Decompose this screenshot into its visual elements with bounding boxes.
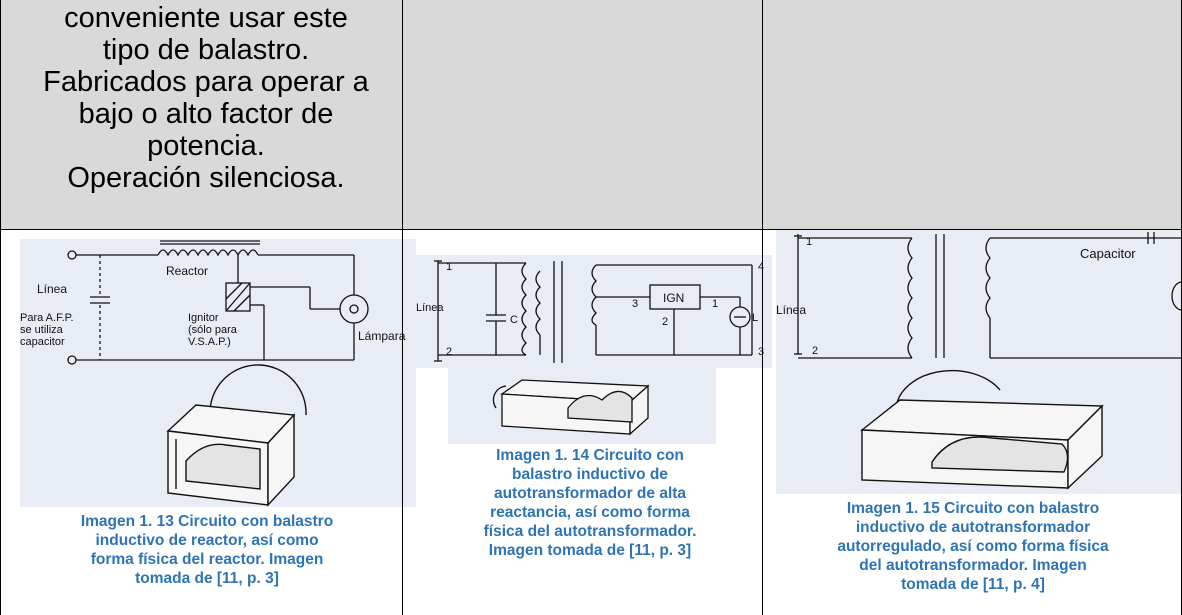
reactor-label: Reactor bbox=[166, 264, 208, 278]
ignitor-label: V.S.A.P.) bbox=[188, 336, 231, 348]
caption-line: inductivo de autotransformador bbox=[855, 519, 1091, 536]
text-line: potencia. bbox=[147, 130, 265, 162]
figure-2-device bbox=[448, 368, 716, 444]
caption-line: balastro inductivo de bbox=[512, 466, 668, 483]
ign-label: IGN bbox=[663, 291, 684, 305]
capacitor-label: Capacitor bbox=[1080, 246, 1136, 261]
figure-2-caption: Imagen 1. 14 Circuito con balastro induc… bbox=[410, 446, 770, 560]
autoregulated-circuit-diagram: 1 2 Línea Capacitor bbox=[776, 232, 1182, 490]
terminal-2: 2 bbox=[812, 345, 818, 357]
autotransformer-device-drawing bbox=[860, 369, 1104, 490]
figure-3-caption: Imagen 1. 15 Circuito con balastro induc… bbox=[768, 499, 1178, 594]
caption-line: forma física del reactor. Imagen bbox=[90, 551, 324, 568]
caption-line: autorregulado, así como forma física bbox=[837, 538, 1109, 555]
node-label: 2 bbox=[662, 316, 668, 328]
figure-1-caption: Imagen 1. 13 Circuito con balastro induc… bbox=[18, 512, 396, 588]
figure-3-image: 1 2 Línea Capacitor bbox=[776, 230, 1182, 494]
caption-line: Imagen 1. 14 Circuito con bbox=[496, 447, 684, 464]
autotransformer-circuit-diagram: 1 2 3 4 Línea C IGN 3 1 2 L bbox=[416, 260, 764, 363]
table-border bbox=[762, 0, 763, 615]
caption-line: Imagen tomada de [11, p. 3] bbox=[488, 542, 692, 559]
lamp-label: L bbox=[752, 312, 758, 324]
reactor-device-drawing bbox=[166, 364, 307, 507]
terminal-4: 4 bbox=[758, 261, 764, 273]
ignitor-label: Ignitor bbox=[188, 312, 219, 324]
terminal-1: 1 bbox=[806, 236, 812, 248]
autotransformer-device-drawing bbox=[492, 379, 650, 436]
afp-label: Para A.F.P. bbox=[20, 312, 74, 324]
caption-line: tomada de [11, p. 4] bbox=[901, 576, 1045, 593]
node-label: 1 bbox=[712, 298, 718, 310]
linea-label: Línea bbox=[416, 302, 444, 314]
empty-cell bbox=[402, 0, 762, 229]
caption-line: física del autotransformador. bbox=[483, 523, 697, 540]
caption-line: inductivo de reactor, así como bbox=[95, 532, 319, 549]
figure-1-image: Reactor Línea Para A.F.P. se utiliza cap… bbox=[20, 239, 416, 507]
afp-label: se utiliza bbox=[20, 324, 64, 336]
reactor-circuit-diagram: Reactor Línea Para A.F.P. se utiliza cap… bbox=[20, 240, 406, 507]
text-line: bajo o alto factor de bbox=[78, 98, 334, 130]
linea-label: Línea bbox=[37, 282, 67, 296]
lampara-label: Lámpara bbox=[358, 329, 406, 343]
capacitor-label: C bbox=[510, 314, 518, 326]
text-line: conveniente usar este bbox=[64, 2, 348, 34]
caption-line: reactancia, así como forma bbox=[490, 504, 690, 521]
terminal-2: 2 bbox=[446, 346, 452, 358]
afp-label: capacitor bbox=[20, 336, 65, 348]
caption-line: del autotransformador. Imagen bbox=[859, 557, 1087, 574]
caption-line: autotransformador de alta bbox=[493, 485, 687, 502]
text-line: Fabricados para operar a bbox=[43, 66, 369, 98]
terminal-3: 3 bbox=[758, 346, 764, 358]
cell-text: conveniente usar este tipo de balastro. … bbox=[20, 2, 392, 194]
caption-line: Imagen 1. 15 Circuito con balastro bbox=[846, 500, 1100, 517]
terminal-1: 1 bbox=[446, 261, 452, 273]
ignitor-label: (sólo para bbox=[188, 324, 238, 336]
node-label: 3 bbox=[632, 298, 638, 310]
figure-2-circuit: 1 2 3 4 Línea C IGN 3 1 2 L bbox=[416, 255, 772, 368]
caption-line: Imagen 1. 13 Circuito con balastro bbox=[80, 513, 334, 530]
table-border bbox=[0, 229, 1182, 230]
text-cell: conveniente usar este tipo de balastro. … bbox=[0, 0, 402, 229]
empty-cell bbox=[762, 0, 1182, 229]
text-line: Operación silenciosa. bbox=[67, 162, 345, 194]
caption-line: tomada de [11, p. 3] bbox=[135, 570, 279, 587]
table-border bbox=[402, 0, 403, 615]
table-border bbox=[0, 0, 1, 615]
text-line: tipo de balastro. bbox=[102, 34, 310, 66]
linea-label: Línea bbox=[776, 303, 806, 317]
